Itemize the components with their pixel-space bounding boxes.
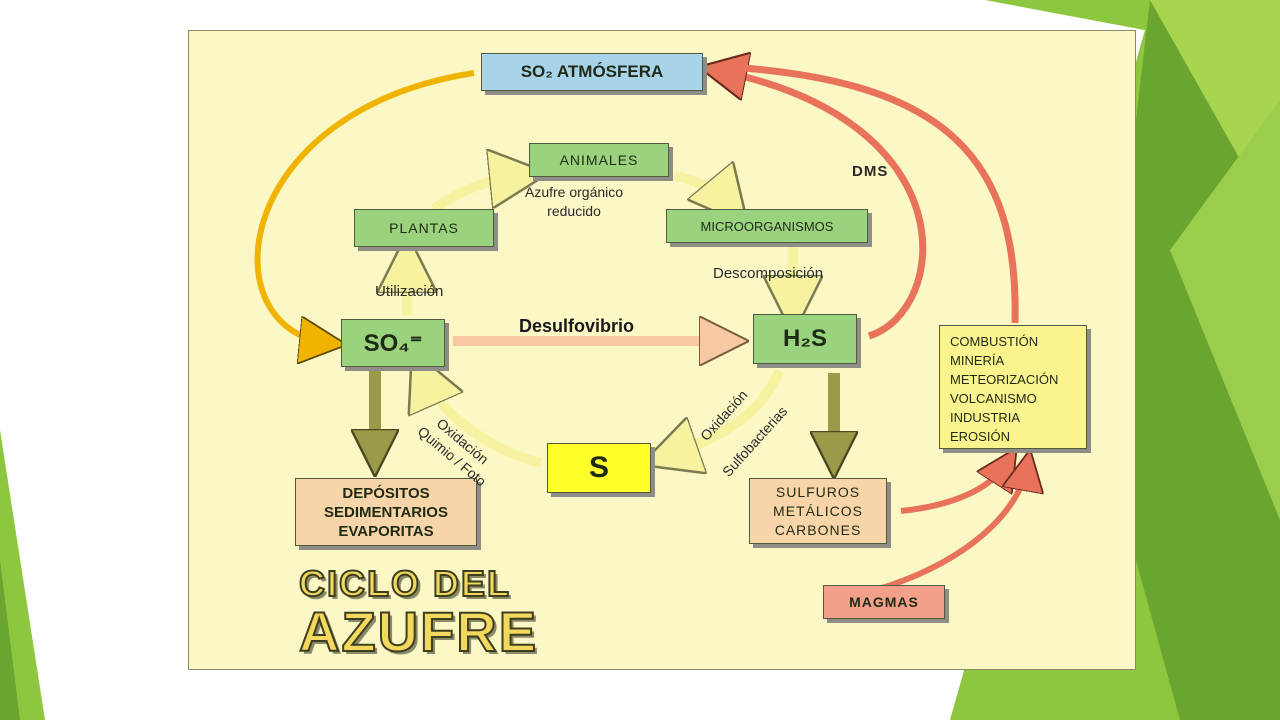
- magmas-box: MAGMAS: [823, 585, 945, 619]
- so2-atmosfera-box: SO₂ ATMÓSFERA: [481, 53, 703, 91]
- arrow-animales-to-micro: [673, 176, 729, 203]
- diagram-arrows: [254, 31, 1137, 592]
- descomposicion-label: Descomposición: [713, 265, 824, 282]
- sulfuros-box: SULFUROS METÁLICOS CARBONES: [749, 478, 887, 544]
- sulfato-box: SO₄⁼: [341, 319, 445, 367]
- arrow-plantas-to-animales: [431, 176, 519, 214]
- plantas-box: PLANTAS: [354, 209, 494, 247]
- utilizacion-label: Utilización: [375, 283, 444, 300]
- desulfovibrio-label: Desulfovibrio: [519, 316, 635, 336]
- arrow-h2s-to-so2: [719, 71, 927, 340]
- arrow-magmas-to-fuentes: [878, 467, 1027, 592]
- azufre-s-box: S: [547, 443, 651, 493]
- title-line-2: AZUFRE: [298, 599, 539, 664]
- arrow-h2s-to-s: [669, 369, 784, 455]
- arrow-fuentes-to-so2: [728, 63, 1019, 324]
- depositos-box: DEPÓSITOS SEDIMENTARIOS EVAPORITAS: [295, 478, 477, 546]
- arrow-s-to-so4: [424, 377, 543, 468]
- animales-box: ANIMALES: [529, 143, 669, 177]
- title-line-1: CICLO DEL: [298, 562, 511, 605]
- fuentes-box: COMBUSTIÓN MINERÍA METEORIZACIÓN VOLCANI…: [939, 325, 1087, 449]
- h2s-box: H₂S: [753, 314, 857, 364]
- sulfur-cycle-diagram: SO₂ ATMÓSFERA ANIMALES PLANTAS MICROORGA…: [188, 30, 1136, 670]
- dms-label: DMS: [852, 163, 889, 180]
- microorganismos-box: MICROORGANISMOS: [666, 209, 868, 243]
- arrow-sulfuros-to-fuentes: [900, 463, 1007, 514]
- arrow-so2-to-so4: [254, 70, 475, 343]
- azufre-organico-label: Azufre orgánico reducido: [525, 184, 624, 219]
